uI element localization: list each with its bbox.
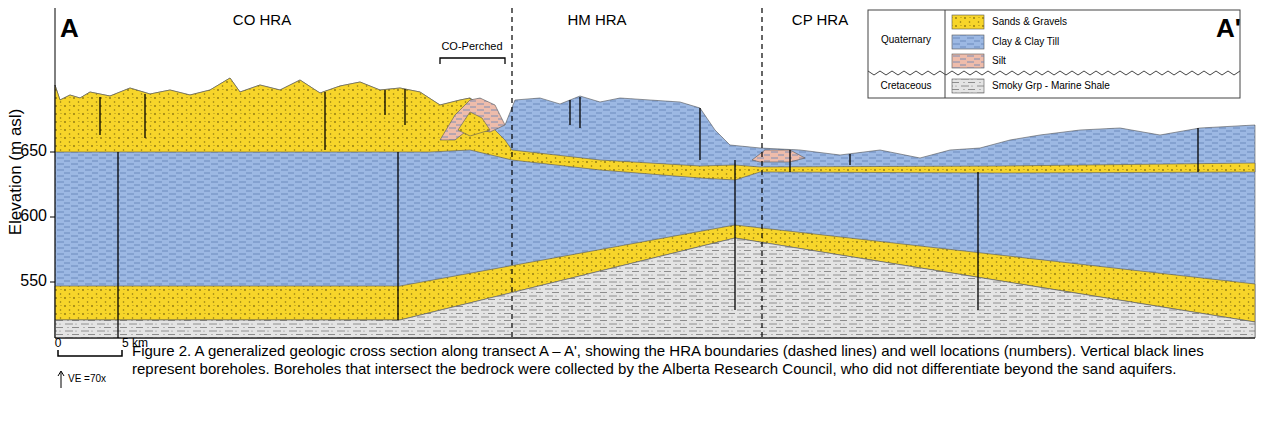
region-label: CP HRA <box>792 12 848 29</box>
legend-swatch <box>952 79 984 93</box>
section-end: A <box>60 14 79 43</box>
silt-lens <box>752 150 805 162</box>
borehole <box>1197 128 1198 172</box>
tick-label: 550 <box>20 272 47 290</box>
legend-label: Sands & Gravels <box>992 16 1067 27</box>
borehole <box>569 100 570 125</box>
tick-label: 600 <box>20 207 47 225</box>
borehole <box>384 90 385 115</box>
legend-swatch-texture <box>952 35 984 49</box>
ve-label: VE =70x <box>68 373 106 384</box>
borehole <box>99 97 100 135</box>
tick-label: 650 <box>20 142 47 160</box>
section-end: A' <box>1216 14 1241 43</box>
borehole <box>699 108 700 160</box>
borehole <box>734 160 735 310</box>
legend-label: Smoky Grp - Marine Shale <box>992 80 1110 91</box>
borehole <box>324 92 325 150</box>
marine-shale <box>55 238 1255 338</box>
borehole <box>397 152 398 320</box>
legend-label: Clay & Clay Till <box>992 36 1059 47</box>
clay-till <box>55 78 1255 338</box>
axis-tick <box>50 282 55 283</box>
borehole <box>789 150 790 172</box>
borehole <box>849 154 850 165</box>
borehole <box>579 97 580 128</box>
legend-divider <box>945 10 946 98</box>
figure-caption: Figure 2. A generalized geologic cross s… <box>132 342 1254 378</box>
legend-label: Silt <box>992 55 1006 66</box>
borehole <box>404 89 405 125</box>
perched-silt-texture <box>440 98 505 140</box>
perched-sand <box>458 112 490 136</box>
borehole <box>977 172 978 310</box>
legend-swatch <box>952 54 984 68</box>
clay-till-texture <box>55 78 1255 338</box>
region-label: CO-Perched <box>441 40 502 52</box>
borehole <box>144 94 145 138</box>
period-label: Cretaceous <box>880 80 931 91</box>
legend-box <box>868 10 1240 98</box>
ve-arrow <box>58 371 64 388</box>
borehole <box>117 152 118 338</box>
unconformity-line <box>868 71 1240 75</box>
region-label: CO HRA <box>233 12 291 29</box>
axis <box>55 8 1255 338</box>
legend-swatch-texture <box>952 54 984 68</box>
scale-label: 0 <box>55 337 62 350</box>
legend-swatch-texture <box>952 15 984 29</box>
region-label: HM HRA <box>567 12 626 29</box>
perched-sand-texture <box>458 112 490 136</box>
silt-lens-texture <box>752 150 805 162</box>
legend-swatch <box>952 35 984 49</box>
perched-silt <box>440 98 505 140</box>
axis-tick <box>50 152 55 153</box>
legend-swatch-texture <box>952 79 984 93</box>
axis-tick <box>50 217 55 218</box>
period-label: Quaternary <box>881 34 931 45</box>
hra-boundary <box>511 8 512 338</box>
hra-boundary <box>761 8 762 338</box>
marine-shale-texture <box>55 238 1255 338</box>
legend-swatch <box>952 15 984 29</box>
scale-bar <box>58 350 122 356</box>
bracket <box>440 58 505 64</box>
